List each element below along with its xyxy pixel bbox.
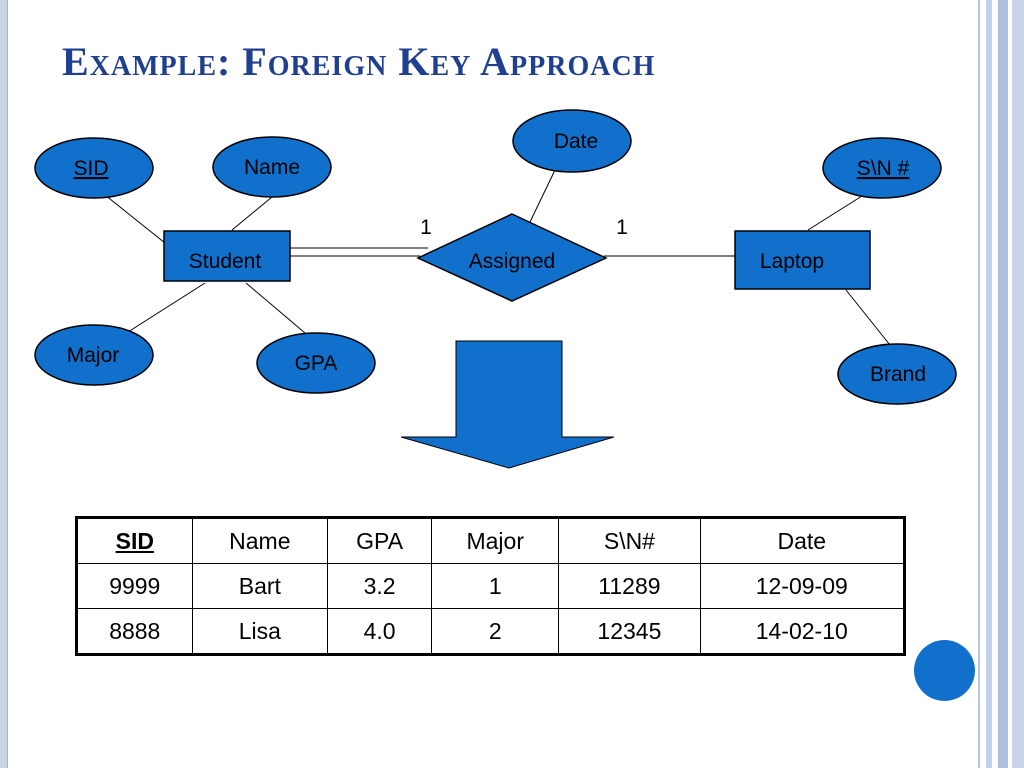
relation-table: SID Name GPA Major S\N# Date 9999 Bart 3… [75,516,906,656]
attribute-sn-ellipse [822,137,942,199]
decorative-circle [914,640,975,701]
attribute-sid-ellipse [34,137,154,199]
attribute-gpa-ellipse [256,332,376,394]
table-row: 8888 Lisa 4.0 2 12345 14-02-10 [76,608,906,655]
connector-name [231,196,273,231]
table-cell: 9999 [76,563,193,609]
slide-title: Example: Foreign Key Approach [62,39,656,84]
table-header-cell: Date [699,517,906,564]
er-connectors [104,169,891,346]
table-cell: 8888 [76,608,193,655]
slide-frame-right [986,0,992,768]
table-cell: 11289 [558,563,701,609]
attribute-brand-ellipse [837,343,957,405]
attribute-sid-label: SID [73,157,108,180]
connector-sn [807,195,863,231]
entity-laptop-label: Laptop [760,250,824,273]
table-cell: 14-02-10 [699,608,906,655]
attribute-name-label: Name [244,156,300,179]
connector-major [127,282,206,333]
cardinality-right: 1 [616,216,628,239]
relationship-assigned-label: Assigned [469,250,555,273]
slide-frame-left [0,0,8,768]
table-cell: 2 [431,608,560,655]
attribute-name-ellipse [212,136,332,198]
slide-frame-right [1012,0,1024,768]
table-row: 9999 Bart 3.2 1 11289 12-09-09 [76,563,906,609]
table-header-cell: Name [191,517,329,564]
table-cell: 4.0 [327,608,433,655]
table-header-cell: S\N# [558,517,701,564]
attribute-major-ellipse [34,324,154,386]
table-header-row: SID Name GPA Major S\N# Date [76,517,906,564]
table-cell: 12345 [558,608,701,655]
entity-student-label: Student [189,250,262,273]
slide-frame-right [978,0,980,768]
relationship-assigned-diamond [416,213,608,302]
attribute-sn-label: S\N # [857,157,910,180]
attribute-major-label: Major [67,344,120,367]
attribute-date-label: Date [554,130,598,153]
attribute-date-ellipse [512,109,632,173]
table-cell: 3.2 [327,563,433,609]
connector-sid [104,194,166,244]
cardinality-left: 1 [420,216,432,239]
entity-student-box [163,230,291,282]
table-cell: Bart [191,563,329,609]
attribute-gpa-label: GPA [295,352,338,375]
slide-frame-right [998,0,1008,768]
table-cell: Lisa [191,608,329,655]
table-header-cell: Major [431,517,560,564]
table-header-cell: SID [76,517,193,564]
down-arrow-icon [400,340,615,469]
table-cell: 12-09-09 [699,563,906,609]
connector-brand [845,289,891,346]
connector-date [529,169,556,223]
attribute-brand-label: Brand [870,363,926,386]
connector-gpa [245,282,306,334]
table-header-cell: GPA [327,517,433,564]
table-cell: 1 [431,563,560,609]
entity-laptop-box [734,230,871,290]
